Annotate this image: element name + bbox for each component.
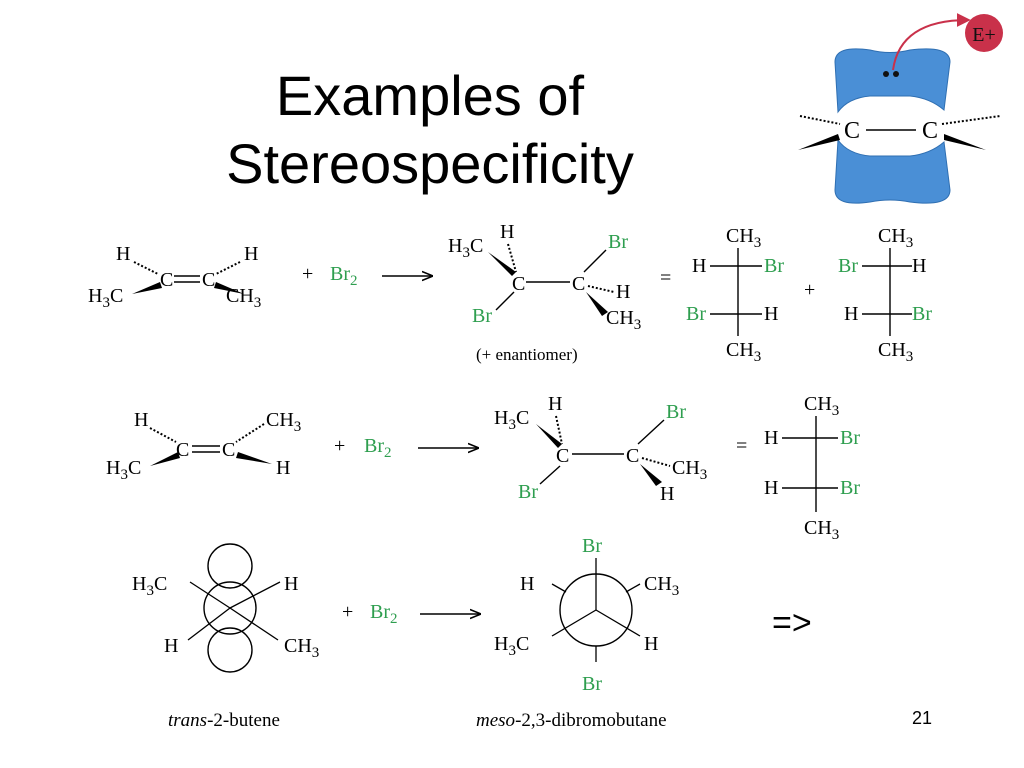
product-sawhorse-1: H3C H C Br C Br H CH3 xyxy=(448,221,641,333)
fischer-projection-2: CH3 Br H H Br CH3 xyxy=(838,225,932,365)
product-sawhorse-2: H3C H C Br C Br CH3 H xyxy=(494,393,707,505)
electrophile-label: E+ xyxy=(972,24,996,46)
plus-sign-4: + xyxy=(342,601,353,623)
svg-text:CH3: CH3 xyxy=(726,339,761,365)
enantiomer-note: (+ enantiomer) xyxy=(476,345,578,364)
svg-text:Br: Br xyxy=(608,231,628,253)
svg-text:Br: Br xyxy=(840,427,860,449)
equals-sign-2: = xyxy=(736,435,747,457)
svg-text:Br: Br xyxy=(582,535,602,557)
svg-text:CH3: CH3 xyxy=(672,457,707,483)
caption-trans-italic: trans xyxy=(168,710,207,731)
svg-text:H: H xyxy=(764,427,778,449)
reaction-row-1: H H H3C CH3 C C + Br2 H3C H C Br xyxy=(88,221,932,365)
svg-text:C: C xyxy=(222,439,235,461)
equals-sign-1: = xyxy=(660,267,671,289)
svg-text:C: C xyxy=(556,445,569,467)
lower-lobe xyxy=(834,138,951,204)
newman-projection: Br H CH3 H3C H Br xyxy=(494,535,679,695)
trans-2-butene-line: H CH3 H3C H C C xyxy=(106,409,301,483)
svg-text:CH3: CH3 xyxy=(878,339,913,365)
svg-text:C: C xyxy=(202,269,215,291)
cis-2-butene: H H H3C CH3 C C xyxy=(88,243,261,311)
svg-text:H3C: H3C xyxy=(132,573,167,599)
svg-text:C: C xyxy=(160,269,173,291)
svg-text:CH3: CH3 xyxy=(804,393,839,419)
pi-orbital-electron-cloud-icon: E+ C C xyxy=(798,13,1003,204)
reaction-row-3: H3C H H CH3 + Br2 Br H CH3 H3C xyxy=(132,535,679,731)
slide-title: Examples of Stereospecificity xyxy=(160,62,700,198)
next-slide-arrow[interactable]: => xyxy=(772,604,812,642)
svg-text:H: H xyxy=(660,483,674,505)
bromine-reagent-2: Br2 xyxy=(364,435,392,461)
title-line-2: Stereospecificity xyxy=(226,132,634,195)
svg-text:Br: Br xyxy=(582,673,602,695)
svg-text:Br: Br xyxy=(472,305,492,327)
plus-sign-3: + xyxy=(334,435,345,457)
fischer-projection-1: CH3 H Br Br H CH3 xyxy=(686,225,784,365)
plus-sign-2: + xyxy=(804,279,815,301)
caption-meso-rest: -2,3-dibromobutane xyxy=(515,710,666,731)
svg-text:Br: Br xyxy=(912,303,932,325)
svg-text:H: H xyxy=(284,573,298,595)
title-line-1: Examples of xyxy=(275,64,585,127)
svg-text:C: C xyxy=(572,273,585,295)
svg-text:Br: Br xyxy=(838,255,858,277)
svg-text:C: C xyxy=(626,445,639,467)
svg-text:H3C: H3C xyxy=(88,285,123,311)
svg-text:CH3: CH3 xyxy=(878,225,913,251)
bromine-reagent: Br2 xyxy=(330,263,358,289)
svg-text:H: H xyxy=(116,243,130,265)
svg-text:Br: Br xyxy=(764,255,784,277)
reaction-row-2: H CH3 H3C H C C + Br2 H3C H C Br xyxy=(106,393,860,543)
svg-text:H: H xyxy=(500,221,514,243)
svg-text:H: H xyxy=(134,409,148,431)
svg-text:H: H xyxy=(844,303,858,325)
svg-text:Br: Br xyxy=(840,477,860,499)
svg-text:CH3: CH3 xyxy=(606,307,641,333)
svg-text:H: H xyxy=(692,255,706,277)
svg-text:Br: Br xyxy=(686,303,706,325)
caption-trans-rest: -2-butene xyxy=(207,710,280,731)
svg-text:H: H xyxy=(764,303,778,325)
svg-text:H: H xyxy=(276,457,290,479)
upper-lobe xyxy=(834,48,951,114)
plus-sign: + xyxy=(302,263,313,285)
svg-text:H: H xyxy=(244,243,258,265)
svg-text:H: H xyxy=(912,255,926,277)
page-number: 21 xyxy=(912,708,933,728)
svg-text:H3C: H3C xyxy=(494,407,529,433)
svg-text:H: H xyxy=(644,633,658,655)
svg-text:CH3: CH3 xyxy=(804,517,839,543)
svg-text:H: H xyxy=(164,635,178,657)
trans-2-butene-orbitals: H3C H H CH3 xyxy=(132,543,319,673)
svg-text:H3C: H3C xyxy=(494,633,529,659)
svg-text:H: H xyxy=(520,573,534,595)
caption-trans-2-butene: trans-2-butene xyxy=(168,710,280,731)
svg-text:C: C xyxy=(176,439,189,461)
fischer-projection-3: CH3 H Br H Br CH3 xyxy=(764,393,860,543)
caption-meso-italic: meso xyxy=(476,710,515,731)
caption-meso-product: meso-2,3-dibromobutane xyxy=(476,710,667,731)
svg-text:H3C: H3C xyxy=(106,457,141,483)
svg-text:H: H xyxy=(764,477,778,499)
svg-text:H: H xyxy=(616,281,630,303)
svg-text:C: C xyxy=(512,273,525,295)
svg-text:CH3: CH3 xyxy=(726,225,761,251)
svg-text:CH3: CH3 xyxy=(266,409,301,435)
svg-text:Br: Br xyxy=(666,401,686,423)
svg-text:H: H xyxy=(548,393,562,415)
svg-text:CH3: CH3 xyxy=(644,573,679,599)
inset-carbon-right: C xyxy=(922,118,938,144)
bromine-reagent-3: Br2 xyxy=(370,601,398,627)
svg-text:Br: Br xyxy=(518,481,538,503)
svg-text:CH3: CH3 xyxy=(284,635,319,661)
svg-text:H3C: H3C xyxy=(448,235,483,261)
inset-carbon-left: C xyxy=(844,118,860,144)
